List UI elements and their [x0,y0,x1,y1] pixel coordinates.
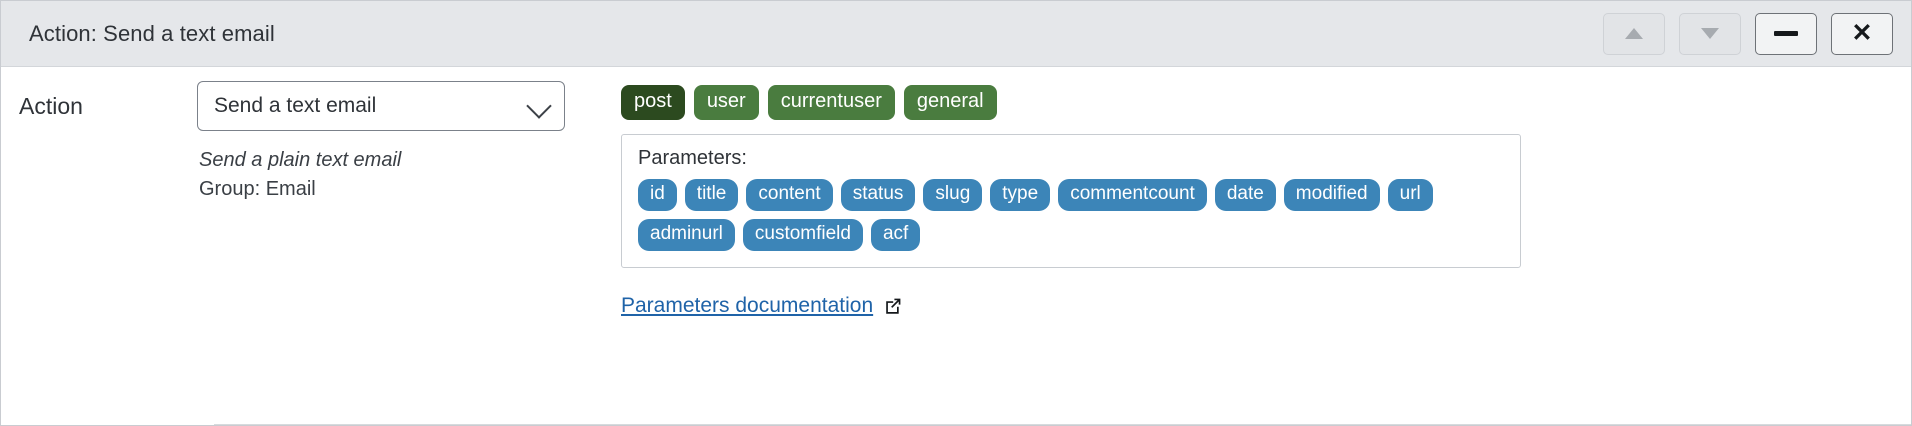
documentation-link-row: Parameters documentation [621,294,1887,318]
parameter-pill[interactable]: url [1387,179,1433,211]
triangle-up-icon [1625,28,1643,39]
move-up-button[interactable] [1603,12,1665,55]
context-tag-list: post user currentuser general [621,85,1887,120]
parameter-pill[interactable]: customfield [742,218,863,251]
section-divider [214,424,1911,425]
action-label: Action [19,93,83,119]
parameter-pill[interactable]: content [746,179,833,211]
parameter-pill[interactable]: acf [870,218,921,251]
action-description: Send a plain text email [199,149,402,171]
dialog-titlebar: Action: Send a text email ✕ [1,1,1911,67]
parameter-pill[interactable]: date [1214,179,1276,211]
parameter-pill[interactable]: title [684,179,739,211]
context-tag-currentuser[interactable]: currentuser [767,85,895,120]
dialog-body: Action Send a text email Send a plain te… [1,67,1911,425]
external-link-icon[interactable] [883,296,903,316]
minimize-button[interactable] [1755,12,1817,55]
parameter-pill[interactable]: id [638,179,677,211]
context-tag-post[interactable]: post [621,85,685,120]
parameters-documentation-link[interactable]: Parameters documentation [621,293,874,317]
parameter-pill[interactable]: slug [923,179,983,211]
parameters-title: Parameters: [638,147,747,169]
dialog-title: Action: Send a text email [29,20,275,46]
parameter-pill[interactable]: modified [1283,179,1380,211]
parameter-pill[interactable]: commentcount [1058,179,1207,211]
parameter-pill[interactable]: status [840,179,916,211]
move-down-button[interactable] [1679,12,1741,55]
context-tag-user[interactable]: user [693,85,759,120]
action-select-value: Send a text email [214,94,377,117]
parameters-panel: Parameters: id title content status slug… [621,134,1521,268]
parameter-pill[interactable]: type [990,179,1051,211]
chevron-down-icon [526,93,552,119]
close-icon: ✕ [1851,19,1873,47]
action-info-column: post user currentuser general Parameters… [621,81,1911,318]
action-row: Action Send a text email Send a plain te… [1,67,1911,318]
triangle-down-icon [1701,28,1719,39]
window-controls: ✕ [1603,12,1893,55]
action-select[interactable]: Send a text email [197,81,565,131]
close-button[interactable]: ✕ [1831,12,1893,55]
context-tag-general[interactable]: general [903,85,997,120]
action-field-column: Send a text email Send a plain text emai… [197,81,621,204]
parameter-pill[interactable]: adminurl [638,218,735,251]
action-group: Group: Email [199,178,316,200]
minimize-icon [1774,31,1798,36]
parameter-pill-list: id title content status slug type commen… [638,179,1504,251]
